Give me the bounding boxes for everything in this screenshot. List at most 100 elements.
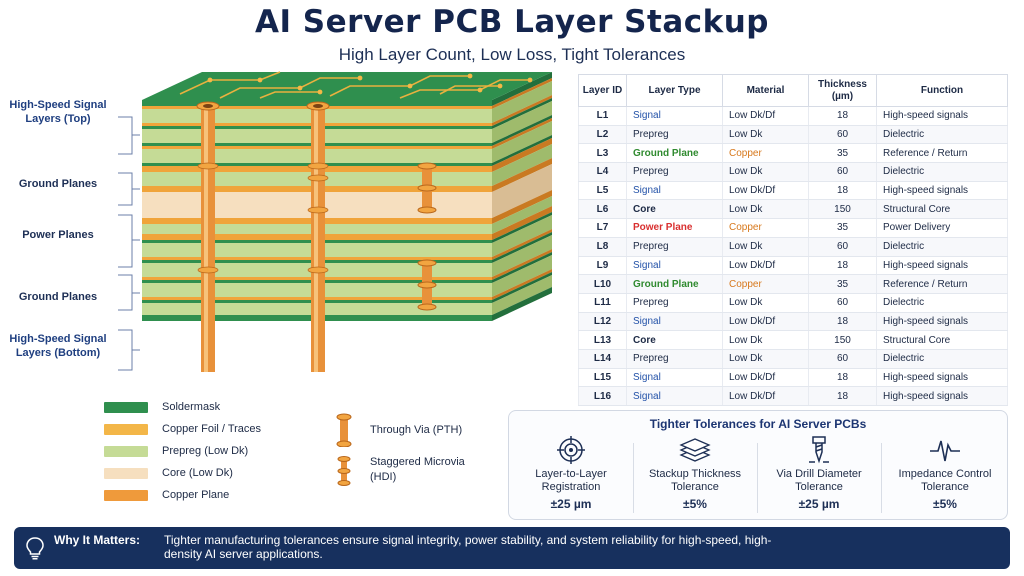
stack-icon xyxy=(679,438,711,462)
cell-function: High-speed signals xyxy=(876,368,1008,388)
pcb-stackup-illustration xyxy=(118,71,552,372)
tolerance-label: Tolerance xyxy=(671,481,719,493)
copper-layer-side xyxy=(492,206,552,240)
top-soldermask-surface xyxy=(142,71,552,100)
cell-function: Structural Core xyxy=(876,199,1008,220)
page-subtitle: High Layer Count, Low Loss, Tight Tolera… xyxy=(338,45,686,64)
cell-thickness: 60 xyxy=(808,162,877,182)
cell-layer-id: L5 xyxy=(578,181,627,201)
cell-layer-type: Signal xyxy=(626,181,723,201)
legend-label: Soldermask xyxy=(162,401,221,413)
cell-function: Power Delivery xyxy=(876,218,1008,238)
cell-layer-type: Prepreg xyxy=(626,162,723,182)
via-pads xyxy=(197,162,329,274)
cell-layer-id: L4 xyxy=(578,162,627,182)
cell-layer-id: L15 xyxy=(578,368,627,388)
copper-layer-side xyxy=(492,138,552,172)
soldermask-layer-side xyxy=(492,115,552,146)
tolerances-title: Tighter Tolerances for AI Server PCBs xyxy=(649,417,867,431)
soldermask-layer-side xyxy=(492,135,552,166)
cell-thickness: 18 xyxy=(808,312,877,332)
header-material: Material xyxy=(722,74,809,107)
tolerance-label: Tolerance xyxy=(795,481,843,493)
header-layer-id: Layer ID xyxy=(578,74,627,107)
cell-thickness: 18 xyxy=(808,386,877,406)
tolerance-label: Layer-to-Layer xyxy=(535,468,607,480)
divider xyxy=(757,443,758,513)
legend-label: (HDI) xyxy=(370,471,397,483)
label-brackets xyxy=(118,116,140,371)
divider xyxy=(633,443,634,513)
cell-layer-id: L3 xyxy=(578,143,627,164)
cell-thickness: 35 xyxy=(808,143,877,164)
cell-function: Dielectric xyxy=(876,162,1008,182)
cell-layer-type: Ground Plane xyxy=(626,143,723,164)
cell-material: Low Dk xyxy=(722,125,809,145)
cell-layer-id: L6 xyxy=(578,199,627,220)
cell-layer-type: Signal xyxy=(626,106,723,126)
tolerance-label: Via Drill Diameter xyxy=(776,468,862,480)
through-via-icon xyxy=(336,413,352,447)
legend-swatch-copper-plane xyxy=(104,489,148,501)
tolerance-value: ±25 µm xyxy=(798,497,840,511)
soldermask-layer-side xyxy=(492,252,552,283)
cell-function: High-speed signals xyxy=(876,106,1008,126)
cell-thickness: 150 xyxy=(808,330,877,350)
soldermask-layer-side xyxy=(492,272,552,303)
soldermask-layer-side xyxy=(492,232,552,263)
label-signal-top: High-Speed Signal Layers (Top) xyxy=(9,99,107,125)
cell-layer-id: L12 xyxy=(578,312,627,332)
legend-copper-foil: Copper Foil / Traces xyxy=(104,423,261,435)
legend-label: Prepreg (Low Dk) xyxy=(162,445,249,457)
core-layer-side xyxy=(492,164,552,218)
label-ground-planes-1: Ground Planes xyxy=(18,178,98,190)
divider xyxy=(881,443,882,513)
tolerance-label: Tolerance xyxy=(921,481,969,493)
cell-layer-type: Signal xyxy=(626,256,723,276)
soldermask-layer-side xyxy=(492,287,552,321)
cell-material: Copper xyxy=(722,218,809,238)
tolerance-label: Registration xyxy=(541,481,601,493)
why-heading: Why It Matters: xyxy=(54,533,141,547)
label-ground-planes-2: Ground Planes xyxy=(18,291,98,303)
copper-layer-side xyxy=(492,78,552,109)
label-signal-bottom: High-Speed Signal Layers (Bottom) xyxy=(9,333,107,359)
cell-function: Reference / Return xyxy=(876,143,1008,164)
cell-thickness: 150 xyxy=(808,199,877,220)
table-header-row: Layer ID Layer Type Material Thickness (… xyxy=(578,74,1008,107)
cell-thickness: 60 xyxy=(808,349,877,369)
copper-layer-side xyxy=(492,118,552,149)
cell-thickness: 35 xyxy=(808,274,877,294)
target-icon xyxy=(557,436,585,464)
tolerance-value: ±25 µm xyxy=(550,497,592,511)
microvia-1 xyxy=(417,162,437,214)
cell-material: Low Dk/Df xyxy=(722,386,809,406)
cell-layer-type: Signal xyxy=(626,368,723,388)
drill-icon xyxy=(809,436,829,464)
cell-layer-id: L1 xyxy=(578,106,627,126)
cell-thickness: 60 xyxy=(808,237,877,257)
copper-layer-side xyxy=(492,158,552,192)
cell-material: Low Dk/Df xyxy=(722,312,809,332)
legend-label: Core (Low Dk) xyxy=(162,467,233,479)
copper-layer-side xyxy=(492,190,552,224)
cell-function: Dielectric xyxy=(876,125,1008,145)
prepreg-layer-side xyxy=(492,255,552,297)
cell-layer-id: L16 xyxy=(578,386,627,406)
legend-core: Core (Low Dk) xyxy=(104,467,233,479)
cell-layer-id: L11 xyxy=(578,293,627,313)
through-via-1 xyxy=(196,101,220,372)
cell-material: Copper xyxy=(722,274,809,294)
legend-label: Copper Plane xyxy=(162,489,230,501)
prepreg-layer-side xyxy=(492,215,552,257)
cell-function: Reference / Return xyxy=(876,274,1008,294)
cell-function: Dielectric xyxy=(876,349,1008,369)
label-power-planes: Power Planes xyxy=(22,229,94,241)
legend-microvia: Staggered Microvia (HDI) xyxy=(334,455,465,487)
legend-label: Through Via (PTH) xyxy=(370,424,463,436)
